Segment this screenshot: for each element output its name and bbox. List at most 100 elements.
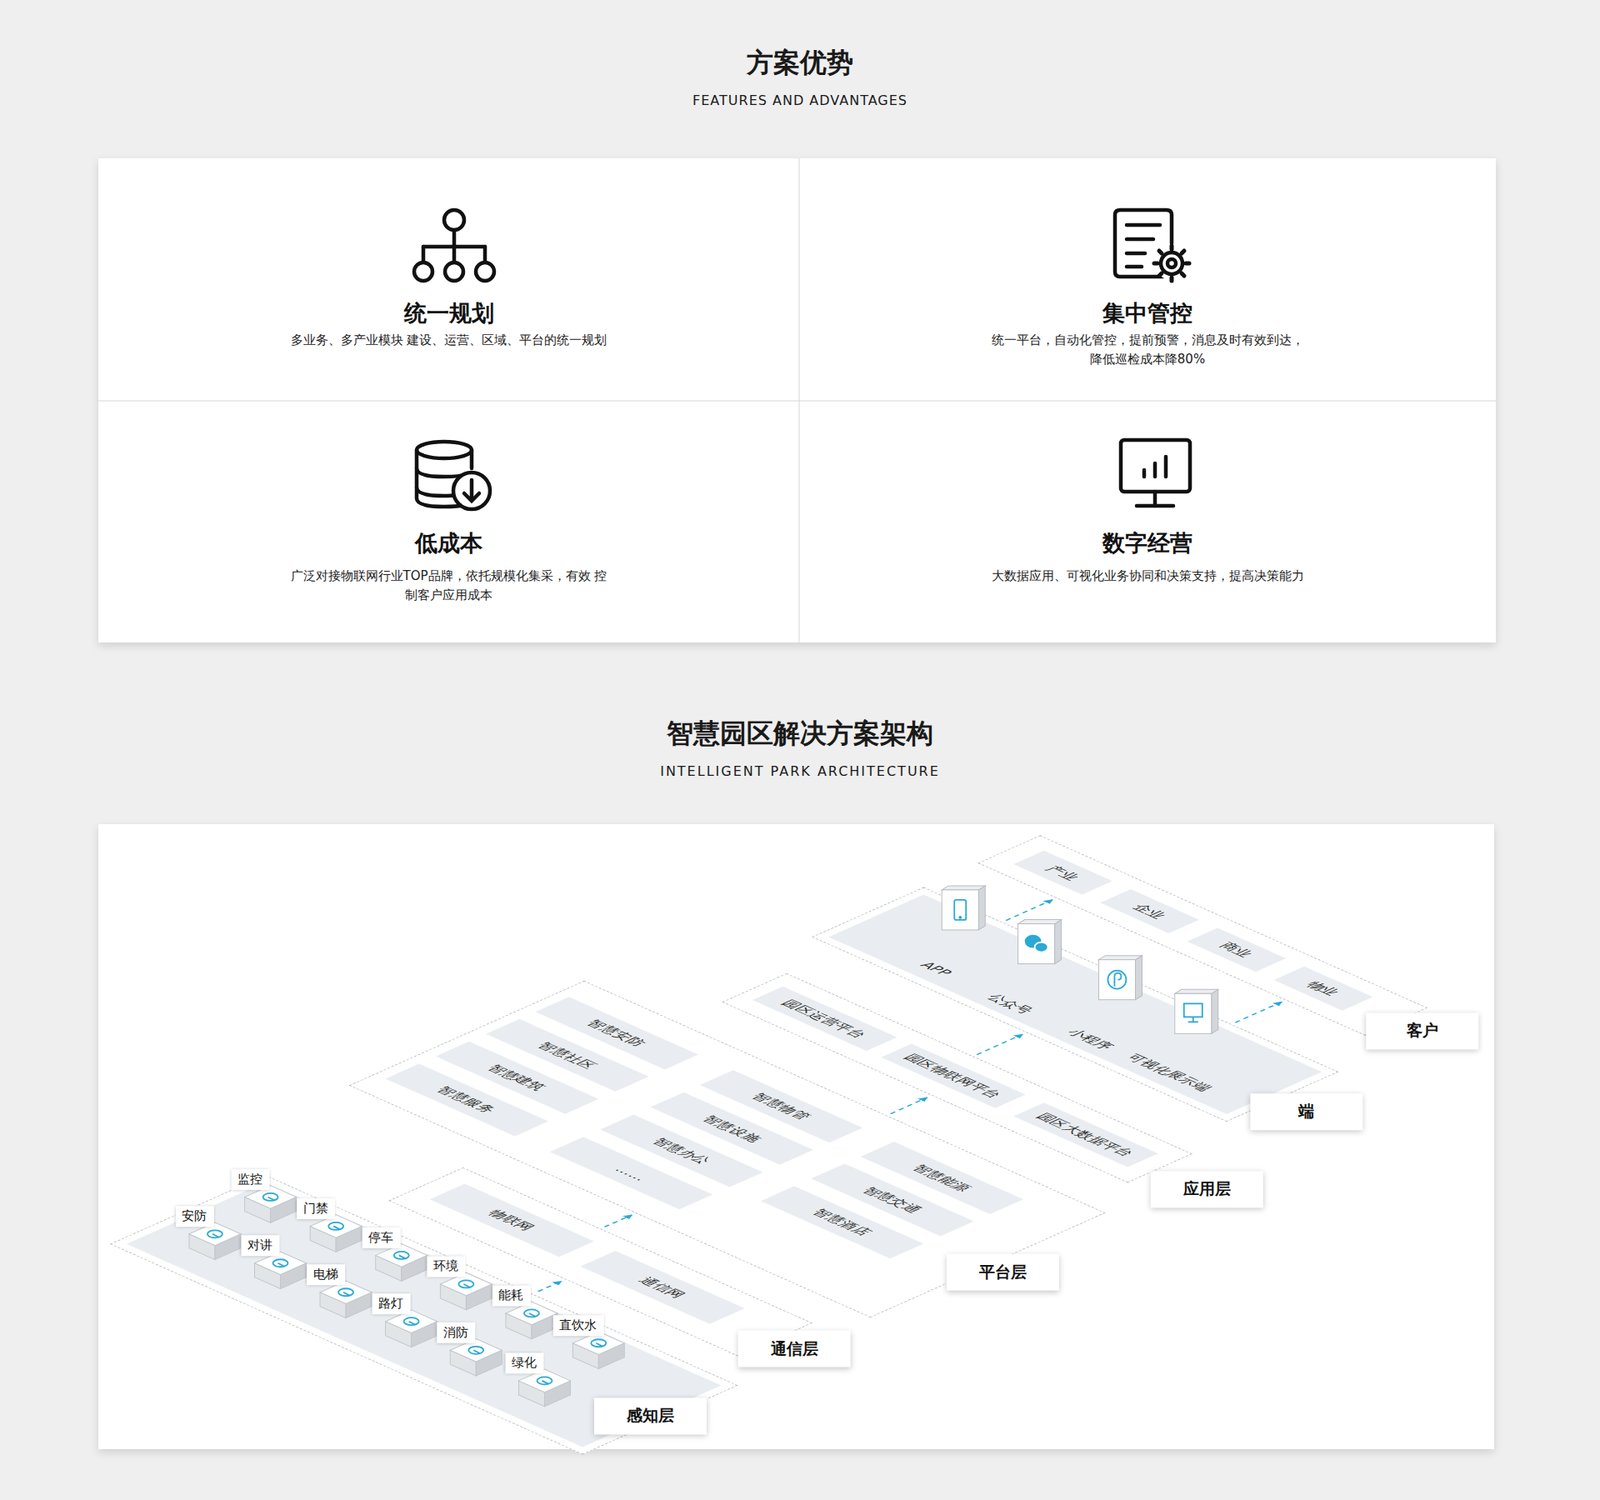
device-tag: 电梯: [305, 1263, 345, 1285]
section-title: 智慧园区解决方案架构: [0, 715, 1600, 753]
card-heading: 统一规划: [98, 300, 800, 327]
device-cube: [450, 1338, 502, 1376]
terminal-icon: [1114, 972, 1121, 986]
terminal-icon: [1211, 989, 1219, 1034]
device-cube: [328, 1221, 344, 1230]
monitor-chart-icon: [1164, 456, 1169, 477]
device-cube: [343, 1291, 350, 1295]
database-icon: [453, 472, 490, 510]
org-chart-icon: [452, 246, 457, 262]
device-cube: [333, 1225, 340, 1230]
flow-arrow: [537, 1280, 561, 1291]
device-tag: 路灯: [371, 1292, 410, 1314]
terminal-icon: [978, 885, 985, 930]
monitor-chart-icon: [1136, 504, 1174, 509]
terminal-icon: [1175, 993, 1212, 1034]
terminal-icon: [1018, 919, 1062, 964]
monitor-chart-icon: [1153, 463, 1158, 477]
item-label: 智慧物管: [746, 1090, 815, 1122]
terminal-icon: [999, 916, 1075, 992]
device-cube: [267, 1196, 275, 1200]
grid-lines: [98, 158, 1496, 643]
terminal-icon: [1107, 970, 1126, 989]
document-gear-icon: [1185, 261, 1190, 266]
device-cube: [463, 1284, 470, 1288]
terminal-icon: [959, 915, 961, 918]
layer-tag: 应用层: [1150, 1170, 1263, 1208]
device-cube: [393, 1250, 409, 1259]
section-subtitle: FEATURES AND ADVANTAGES: [0, 92, 1600, 109]
monitor-chart-icon: [1120, 440, 1190, 492]
card-description: 大数据应用、可视化业务协同和决策支持，提高决策能力: [991, 566, 1305, 586]
terminal-icon: [1175, 989, 1219, 994]
org-chart-icon: [445, 262, 464, 281]
item-label: 智慧社区: [532, 1039, 601, 1070]
device-tag: 门禁: [295, 1197, 335, 1219]
item-label: 园区运营平台: [776, 997, 871, 1040]
device-cube: [536, 1376, 552, 1385]
device-tag: 停车: [360, 1226, 400, 1248]
document-gear-icon: [1126, 223, 1160, 228]
terminal-icon: [1055, 919, 1062, 964]
layer-tag: 平台层: [945, 1253, 1059, 1290]
device-cube: [207, 1230, 223, 1238]
org-chart-icon: [414, 262, 433, 281]
database-icon: [470, 450, 475, 469]
connector-layer: [979, 816, 981, 818]
terminal-icon: [1079, 952, 1155, 1028]
card-heading: 数字经营: [799, 530, 1496, 557]
flow-arrow: [1235, 1001, 1282, 1023]
item-label: 智慧交通: [857, 1184, 926, 1215]
device-cube: [278, 1262, 285, 1266]
item-label: ……: [610, 1163, 653, 1183]
flow-arrow: [604, 1214, 632, 1227]
device-tag: 直饮水: [552, 1314, 604, 1335]
device-cube: [398, 1255, 405, 1259]
document-gear-icon: [1115, 210, 1190, 281]
item-label: 智慧酒店: [807, 1206, 876, 1238]
device-cube: [506, 1336, 582, 1412]
device-cube: [438, 1306, 514, 1382]
terminal-icon: [941, 885, 985, 930]
device-tag: 对讲: [240, 1234, 280, 1255]
document-gear-icon: [1181, 273, 1185, 276]
database-icon: [416, 441, 490, 510]
org-chart-icon: [421, 246, 426, 262]
device-cube: [403, 1316, 419, 1325]
terminal-icon: [1018, 919, 1062, 924]
document-gear-icon: [1167, 259, 1176, 268]
item-label: 企业: [1127, 901, 1170, 921]
org-chart-icon: [475, 262, 495, 281]
device-cube: [320, 1280, 372, 1318]
device-cube: [458, 1280, 474, 1288]
device-cube: [310, 1214, 362, 1252]
terminal-icon: [1135, 955, 1142, 1000]
device-cube: [541, 1380, 549, 1384]
device-cube: [255, 1250, 307, 1289]
document-gear-icon: [1170, 245, 1175, 250]
device-cube: [385, 1309, 437, 1347]
terminal-icon: [1025, 935, 1049, 952]
org-chart-icon: [452, 230, 457, 247]
terminal-icon: [941, 889, 979, 930]
device-cube: [212, 1233, 220, 1237]
document-gear-icon: [1154, 261, 1158, 266]
layer-tag: 通信层: [737, 1330, 850, 1367]
flow-arrow: [976, 1034, 1023, 1055]
org-chart-icon: [483, 246, 488, 262]
section-title: 方案优势: [0, 45, 1600, 82]
document-gear-icon: [1159, 250, 1162, 254]
feature-card: 数字经营大数据应用、可视化业务协同和决策支持，提高决策能力: [799, 400, 1496, 643]
device-cube: [518, 1368, 570, 1406]
document-gear-icon: [1170, 277, 1175, 281]
terminal-icon: [1107, 970, 1126, 989]
monitor-chart-icon: [1153, 491, 1158, 506]
monitor-chart-icon: [1142, 470, 1147, 477]
document-gear-icon: [1155, 246, 1189, 280]
layer-tag: 端: [1249, 1093, 1362, 1130]
device-tag: 消防: [436, 1321, 475, 1343]
device-cube: [473, 1350, 480, 1354]
org-chart-icon: [414, 210, 495, 281]
terminal-icon: [954, 899, 966, 920]
device-cube: [338, 1288, 354, 1296]
